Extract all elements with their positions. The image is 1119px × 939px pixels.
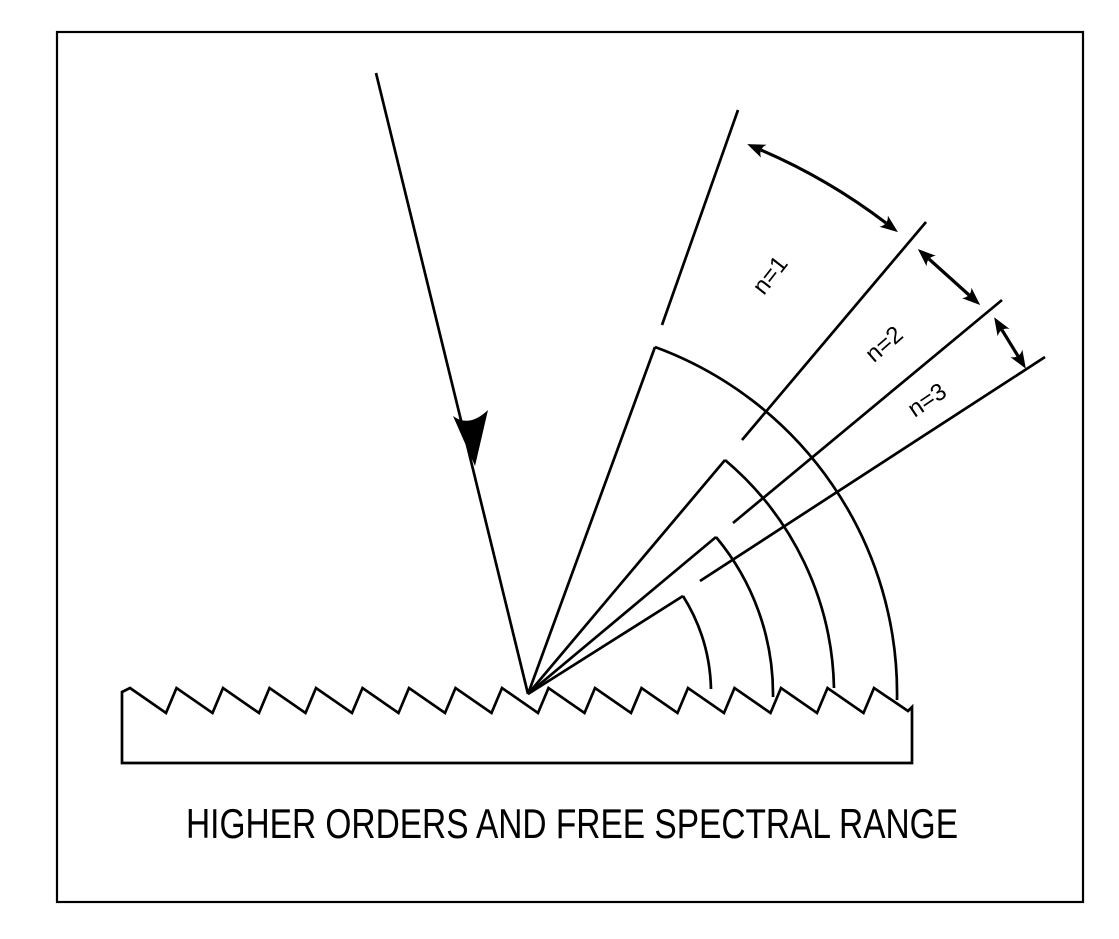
order-4-ray-outer bbox=[699, 355, 1046, 583]
order-3-span-arrow bbox=[994, 317, 1026, 369]
order-2-span-arrow bbox=[917, 248, 981, 306]
order-1-ray-outer bbox=[660, 109, 740, 326]
angle-arc-outer bbox=[654, 345, 899, 701]
order-3-ray-outer bbox=[732, 298, 1003, 525]
angle-arc-third bbox=[724, 458, 836, 689]
order-2-ray-inner bbox=[526, 459, 727, 695]
angle-arc-inner bbox=[681, 595, 713, 690]
diffraction-grating bbox=[120, 685, 914, 765]
order-label-n1: n=1 bbox=[747, 251, 793, 300]
angle-arc-second bbox=[714, 536, 775, 698]
order-4-ray-inner bbox=[527, 594, 684, 696]
frame-border bbox=[55, 30, 1085, 904]
incident-ray-arrowhead bbox=[453, 410, 488, 466]
order-2-ray-outer bbox=[740, 221, 928, 441]
incident-ray bbox=[374, 72, 530, 695]
figure-title: HIGHER ORDERS AND FREE SPECTRAL RANGE bbox=[186, 800, 958, 847]
order-1-span-curved-arrow bbox=[747, 144, 898, 233]
order-label-n2: n=2 bbox=[860, 321, 908, 368]
order-1-ray-inner bbox=[526, 346, 657, 695]
order-label-n3: n=3 bbox=[903, 378, 952, 423]
order-3-ray-inner bbox=[527, 535, 717, 696]
